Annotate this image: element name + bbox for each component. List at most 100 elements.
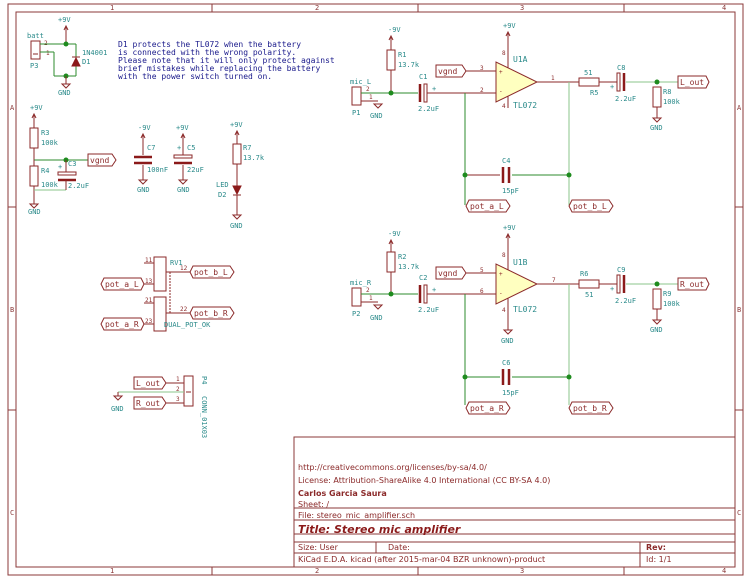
vgnd-label-divider[interactable] bbox=[87, 153, 117, 167]
u1b-pin-8: 8 bbox=[502, 252, 506, 259]
author-name: Carlos Garcia Saura bbox=[298, 489, 387, 498]
pot-rv1-section-b[interactable] bbox=[153, 296, 167, 332]
p1-ref: P1 bbox=[352, 109, 360, 117]
c5-gnd: GND bbox=[177, 186, 190, 194]
pot-b-l-text: pot_b_L bbox=[573, 202, 607, 211]
p1-gnd: GND bbox=[370, 112, 383, 120]
pot-b-l-label-rv1[interactable] bbox=[189, 265, 235, 279]
pot-b-r-text: pot_b_R bbox=[573, 404, 607, 413]
resistor-r6[interactable] bbox=[578, 279, 600, 289]
resistor-r7[interactable] bbox=[232, 143, 242, 165]
u1a-supply: +9V bbox=[503, 22, 516, 30]
p1-value: mic_L bbox=[350, 78, 371, 86]
resistor-r2[interactable] bbox=[386, 251, 396, 273]
opamp-u1b[interactable] bbox=[495, 263, 539, 305]
u1b-plus-sign: + bbox=[499, 271, 503, 278]
l-out-label-p4[interactable] bbox=[133, 376, 167, 390]
l-out-label[interactable] bbox=[677, 75, 710, 89]
c1-value: 2.2uF bbox=[418, 105, 439, 113]
pot-a-l-label[interactable] bbox=[465, 199, 511, 213]
pot-a-r-label[interactable] bbox=[465, 401, 511, 415]
c5-value: 22uF bbox=[187, 166, 204, 174]
capacitor-c5[interactable] bbox=[173, 154, 193, 159]
note-line-3: Please note that it will only protect ag… bbox=[118, 56, 335, 65]
p4-gnd: GND bbox=[111, 405, 124, 413]
rv1-ref: RV1 bbox=[170, 259, 183, 267]
c1-polarity: + bbox=[432, 85, 436, 93]
license-url: http://creativecommons.org/licenses/by-s… bbox=[298, 463, 487, 472]
capacitor-c8[interactable] bbox=[616, 72, 621, 92]
pot-a-r-label-rv1[interactable] bbox=[100, 317, 145, 331]
p1-pin-1: 1 bbox=[369, 94, 373, 101]
pot-b-r-text-rv1: pot_b_R bbox=[194, 309, 228, 318]
d1-value: 1N4001 bbox=[82, 49, 107, 57]
vgnd-divider-block: +9V R3 100k R4 100k + C3 2.2uF GND vgnd bbox=[28, 104, 117, 216]
pot-a-r-text: pot_a_R bbox=[470, 404, 504, 413]
c8-polarity: + bbox=[610, 83, 614, 91]
r4-value: 100k bbox=[41, 181, 59, 189]
row-label-c-right: C bbox=[737, 509, 741, 517]
resistor-r1[interactable] bbox=[386, 49, 396, 71]
connector-p1[interactable] bbox=[351, 86, 362, 106]
p4-ref: P4 bbox=[200, 376, 208, 384]
c9-value: 2.2uF bbox=[615, 297, 636, 305]
resistor-r9[interactable] bbox=[652, 288, 662, 310]
pot-rv1-section-a[interactable] bbox=[153, 256, 167, 292]
r3-value: 100k bbox=[41, 139, 59, 147]
p1-pin-2: 2 bbox=[366, 86, 370, 93]
c7-ref: C7 bbox=[147, 144, 155, 152]
r7-supply: +9V bbox=[230, 121, 243, 129]
u1b-ref: U1B bbox=[513, 258, 528, 267]
r2-ref: R2 bbox=[398, 253, 406, 261]
c5-supply: +9V bbox=[176, 124, 189, 132]
p2-pin-1: 1 bbox=[369, 295, 373, 302]
c2-polarity: + bbox=[432, 286, 436, 294]
dual-pot-rv1: 11 13 12 21 23 22 RV1 DUAL_POT_OK pot_a_… bbox=[100, 256, 235, 332]
vgnd-text-right: vgnd bbox=[438, 269, 457, 278]
tool-info: KiCad E.D.A. kicad (after 2015-mar-04 BZ… bbox=[298, 555, 545, 564]
note-line-5: with the power switch turned on. bbox=[118, 72, 272, 81]
connector-p3[interactable] bbox=[30, 40, 41, 60]
c5-ref: C5 bbox=[187, 144, 195, 152]
capacitor-c9[interactable] bbox=[616, 274, 621, 294]
r-out-label-p4[interactable] bbox=[133, 396, 167, 410]
right-channel-amp: -9V R2 13.7k mic_R P2 2 1 GND C2 + 2.2uF… bbox=[350, 224, 710, 415]
r9-ref: R9 bbox=[663, 290, 671, 298]
p3-value: batt bbox=[27, 32, 44, 40]
r-out-label[interactable] bbox=[677, 277, 710, 291]
vgnd-label-left[interactable] bbox=[435, 64, 467, 78]
rv1-pin-12: 12 bbox=[180, 265, 188, 272]
c8-ref: C8 bbox=[617, 64, 625, 72]
d2-value: LED bbox=[216, 181, 229, 189]
vgnd-label-right[interactable] bbox=[435, 266, 467, 280]
c6-ref: C6 bbox=[502, 359, 510, 367]
resistor-r8[interactable] bbox=[652, 86, 662, 108]
resistor-r3[interactable] bbox=[29, 127, 39, 149]
col-label-3-bottom: 3 bbox=[520, 567, 524, 575]
pot-b-r-label[interactable] bbox=[568, 401, 614, 415]
resistor-r4[interactable] bbox=[29, 165, 39, 187]
r-out-text: R_out bbox=[680, 280, 704, 289]
design-note: D1 protects the TL072 when the battery i… bbox=[118, 40, 335, 81]
pot-a-l-label-rv1[interactable] bbox=[100, 277, 145, 291]
c8-value: 2.2uF bbox=[615, 95, 636, 103]
row-label-b: B bbox=[10, 306, 14, 314]
opamp-u1a[interactable] bbox=[495, 61, 539, 103]
u1b-gnd: GND bbox=[501, 337, 514, 345]
c3-ref: C3 bbox=[68, 160, 76, 168]
p3-ref: P3 bbox=[30, 62, 38, 70]
col-label-1-bottom: 1 bbox=[110, 567, 114, 575]
power-arrow-icon bbox=[63, 24, 69, 44]
resistor-r5[interactable] bbox=[578, 77, 600, 87]
p4-pin-3: 3 bbox=[176, 396, 180, 403]
pot-b-l-label[interactable] bbox=[568, 199, 614, 213]
r5-value: 51 bbox=[584, 69, 592, 77]
connector-p4[interactable] bbox=[183, 375, 194, 407]
connector-p2[interactable] bbox=[351, 287, 362, 307]
r-out-text-p4: R_out bbox=[136, 399, 160, 408]
u1b-pin-5: 5 bbox=[480, 267, 484, 274]
c2-value: 2.2uF bbox=[418, 306, 439, 314]
rv1-pin-23: 23 bbox=[145, 318, 153, 325]
pot-b-r-label-rv1[interactable] bbox=[189, 306, 235, 320]
r8-value: 100k bbox=[663, 98, 681, 106]
